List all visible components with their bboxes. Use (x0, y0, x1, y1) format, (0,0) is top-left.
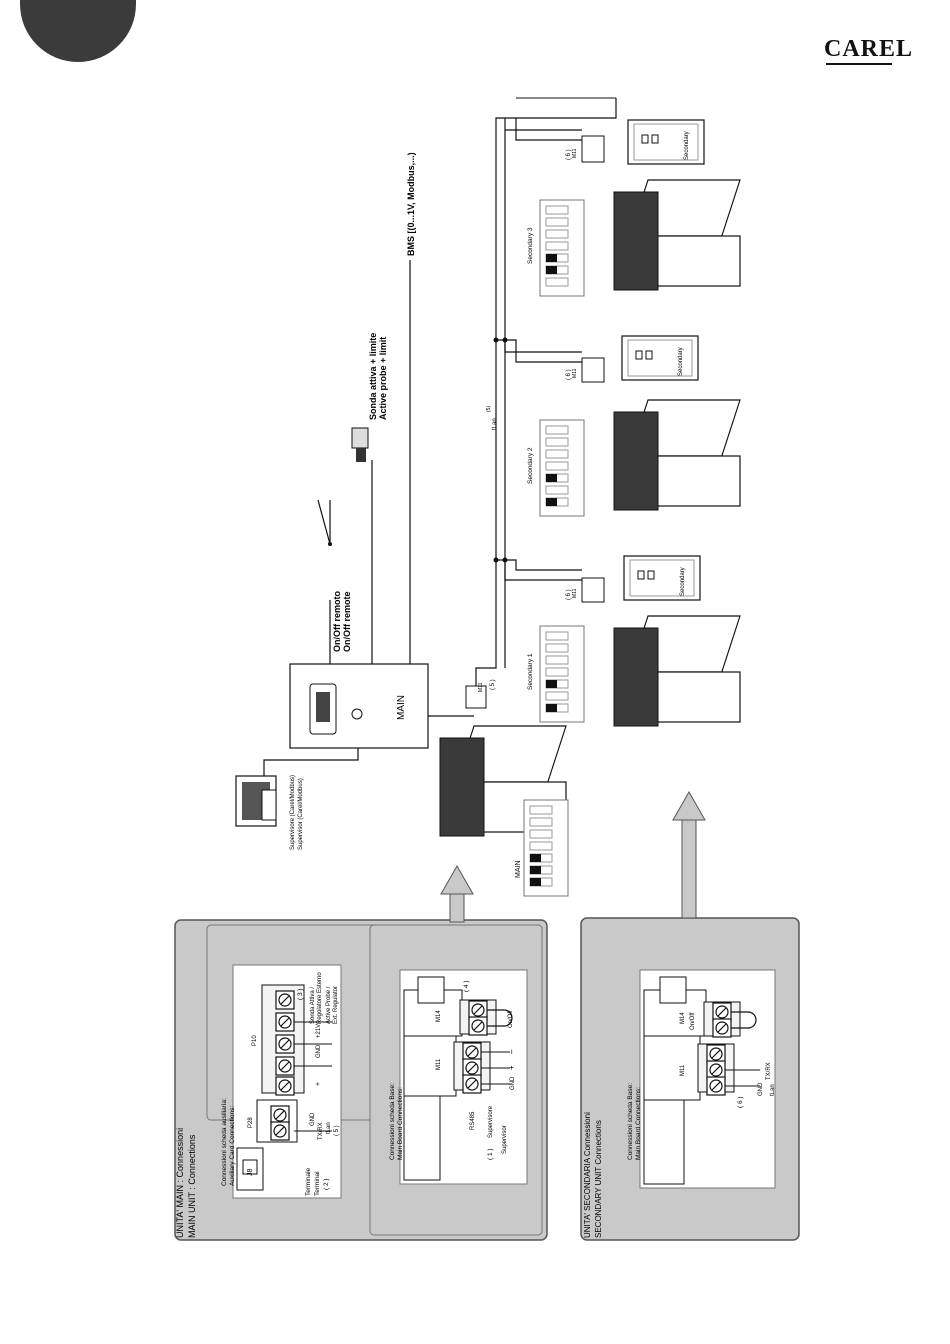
supervisor-en-label: Supervisor (Carel/Modbus) (298, 778, 304, 850)
aux-plus-label: + (315, 1082, 322, 1086)
onoff-remote-it: On/Off remoto (332, 591, 342, 652)
aux-21v-label: +21V (316, 1024, 322, 1038)
sec3-note-6: ( 6 ) (566, 149, 572, 160)
supervisor-computer-icon (235, 775, 277, 827)
secondary-1-label: Secondary 1 (527, 653, 534, 690)
aux-j8-label: J8 (247, 1169, 254, 1177)
secondary-unit-panel: UNITA' SECONDARIA Connessioni SECONDARY … (580, 917, 800, 1241)
aux-active-it-1: Sonda Attiva / (310, 987, 316, 1024)
arrow-secondary (672, 790, 706, 919)
sec-header-en: Main Board Connections: (635, 1087, 642, 1160)
main-panel-title-it: UNITA' MAIN : Connessioni (175, 1128, 185, 1238)
aux-gnd-label: GND (316, 1044, 322, 1058)
aux-terminal-it: Terminale (305, 1167, 312, 1196)
base-header-en: Main Board Connections: (397, 1087, 404, 1160)
secondary-2: M11 ( 6 ) Secondary 2 Secondary (496, 335, 741, 517)
aux-gnd-tx-label: GND (310, 1112, 316, 1126)
logo-underline (826, 63, 892, 65)
arrow-main (440, 864, 474, 923)
secondary-1: M11 ( 6 ) Secondary 1 Secondary (496, 555, 741, 727)
sec-header-it: Connessioni scheda Base: (627, 1083, 634, 1160)
main-controller: MAIN (289, 663, 429, 749)
active-probe-en: Active probe + limit (378, 337, 388, 420)
tlan-bus-label: tLan (492, 418, 498, 430)
sec-note-6: ( 6 ) (737, 1096, 744, 1108)
base-rs485-label: RS485 (470, 1111, 476, 1130)
aux-header-en: Auxiliary Card Connections: (229, 1106, 236, 1186)
sec2-m11-label: M11 (572, 368, 578, 378)
base-supervisor-label: Supervisor (502, 1125, 508, 1154)
base-minus-label: – (507, 1049, 516, 1054)
sec3-m11-label: M11 (572, 148, 578, 158)
aux-terminal-en: Terminal (314, 1171, 321, 1196)
sec1-m11-label: M11 (572, 588, 578, 598)
main-board-connections: Connessioni scheda Base: Main Board Conn… (389, 969, 528, 1185)
main-dip-label: MAIN (515, 861, 522, 879)
sec2-box-label: Secondary (678, 347, 684, 376)
main-panel-title-en: MAIN UNIT : Connections (187, 1134, 197, 1238)
aux-note-3: ( 3 ) (297, 988, 304, 1000)
aux-p28-label: P28 (248, 1117, 254, 1128)
base-plus-label: + (507, 1065, 516, 1070)
base-onoff-label: On/Off (508, 1010, 514, 1028)
secondary-panel-title-it: UNITA' SECONDARIA Connessioni (583, 1112, 592, 1238)
base-note-4: ( 4 ) (463, 980, 470, 992)
base-m11-label: M11 (436, 1058, 442, 1070)
sec1-note-6: ( 6 ) (566, 589, 572, 600)
secondary-2-label: Secondary 2 (527, 447, 534, 484)
sec-m14-label: M14 (680, 1012, 686, 1024)
auxiliary-card-connections: Connessioni scheda ausiliaria: Auxiliary… (221, 964, 342, 1199)
base-header-it: Connessioni scheda Base: (389, 1083, 396, 1160)
sec-gnd-label: GND (758, 1082, 764, 1096)
aux-active-en-1: Active Probe / (326, 986, 332, 1024)
sec-onoff-label: On/Off (690, 1012, 696, 1030)
secondary-panel-title-en: SECONDARY UNIT Connections (594, 1120, 603, 1238)
supervisor-it-label: Supervisore (Carel/Modbus) (290, 775, 296, 850)
main-note-5: ( 5 ) (490, 679, 496, 690)
aux-p10-label: P10 (252, 1035, 258, 1046)
main-m11-label: M11 (478, 682, 484, 692)
bms-label: BMS [(0...1V, Modbus,...) (406, 152, 416, 256)
tlan-bus-note: (5) (486, 406, 492, 412)
base-m14-label: M14 (436, 1010, 442, 1022)
main-dip-switch (523, 799, 569, 897)
sec3-box-label: Secondary (684, 131, 690, 160)
sec1-box-label: Secondary (680, 567, 686, 596)
sec-tlan-label: tLan (770, 1084, 776, 1096)
main-unit-label: MAIN (396, 695, 407, 720)
sec-m11-label: M11 (680, 1064, 686, 1076)
base-note-1: ( 1 ) (487, 1148, 494, 1160)
sec-txrx-label: TX/RX (766, 1062, 772, 1080)
aux-header-it: Connessioni scheda ausiliaria: (221, 1098, 228, 1186)
aux-tlan-label: tLan (326, 1122, 332, 1134)
base-supervisore-label: Supervisore (488, 1105, 494, 1138)
aux-active-en-2: Ext. Regulator (333, 986, 339, 1024)
onoff-remote-en: On/Off remote (342, 591, 352, 652)
carel-logo: CAREL (824, 36, 914, 62)
aux-note-5: ( 5 ) (334, 1125, 340, 1136)
sec2-note-6: ( 6 ) (566, 369, 572, 380)
aux-txrx-label: TX/RX (318, 1122, 324, 1140)
secondary-3: M11 ( 6 ) Secondary 3 Secondary (505, 118, 741, 297)
aux-note-2: ( 2 ) (323, 1178, 330, 1190)
aux-active-it-2: Regolatore Esterno (317, 972, 323, 1024)
secondary-3-label: Secondary 3 (527, 227, 534, 264)
base-gnd-label: GND (510, 1076, 516, 1090)
active-probe-icon (351, 427, 369, 462)
active-probe-it: Sonda attiva + limite (368, 333, 378, 420)
